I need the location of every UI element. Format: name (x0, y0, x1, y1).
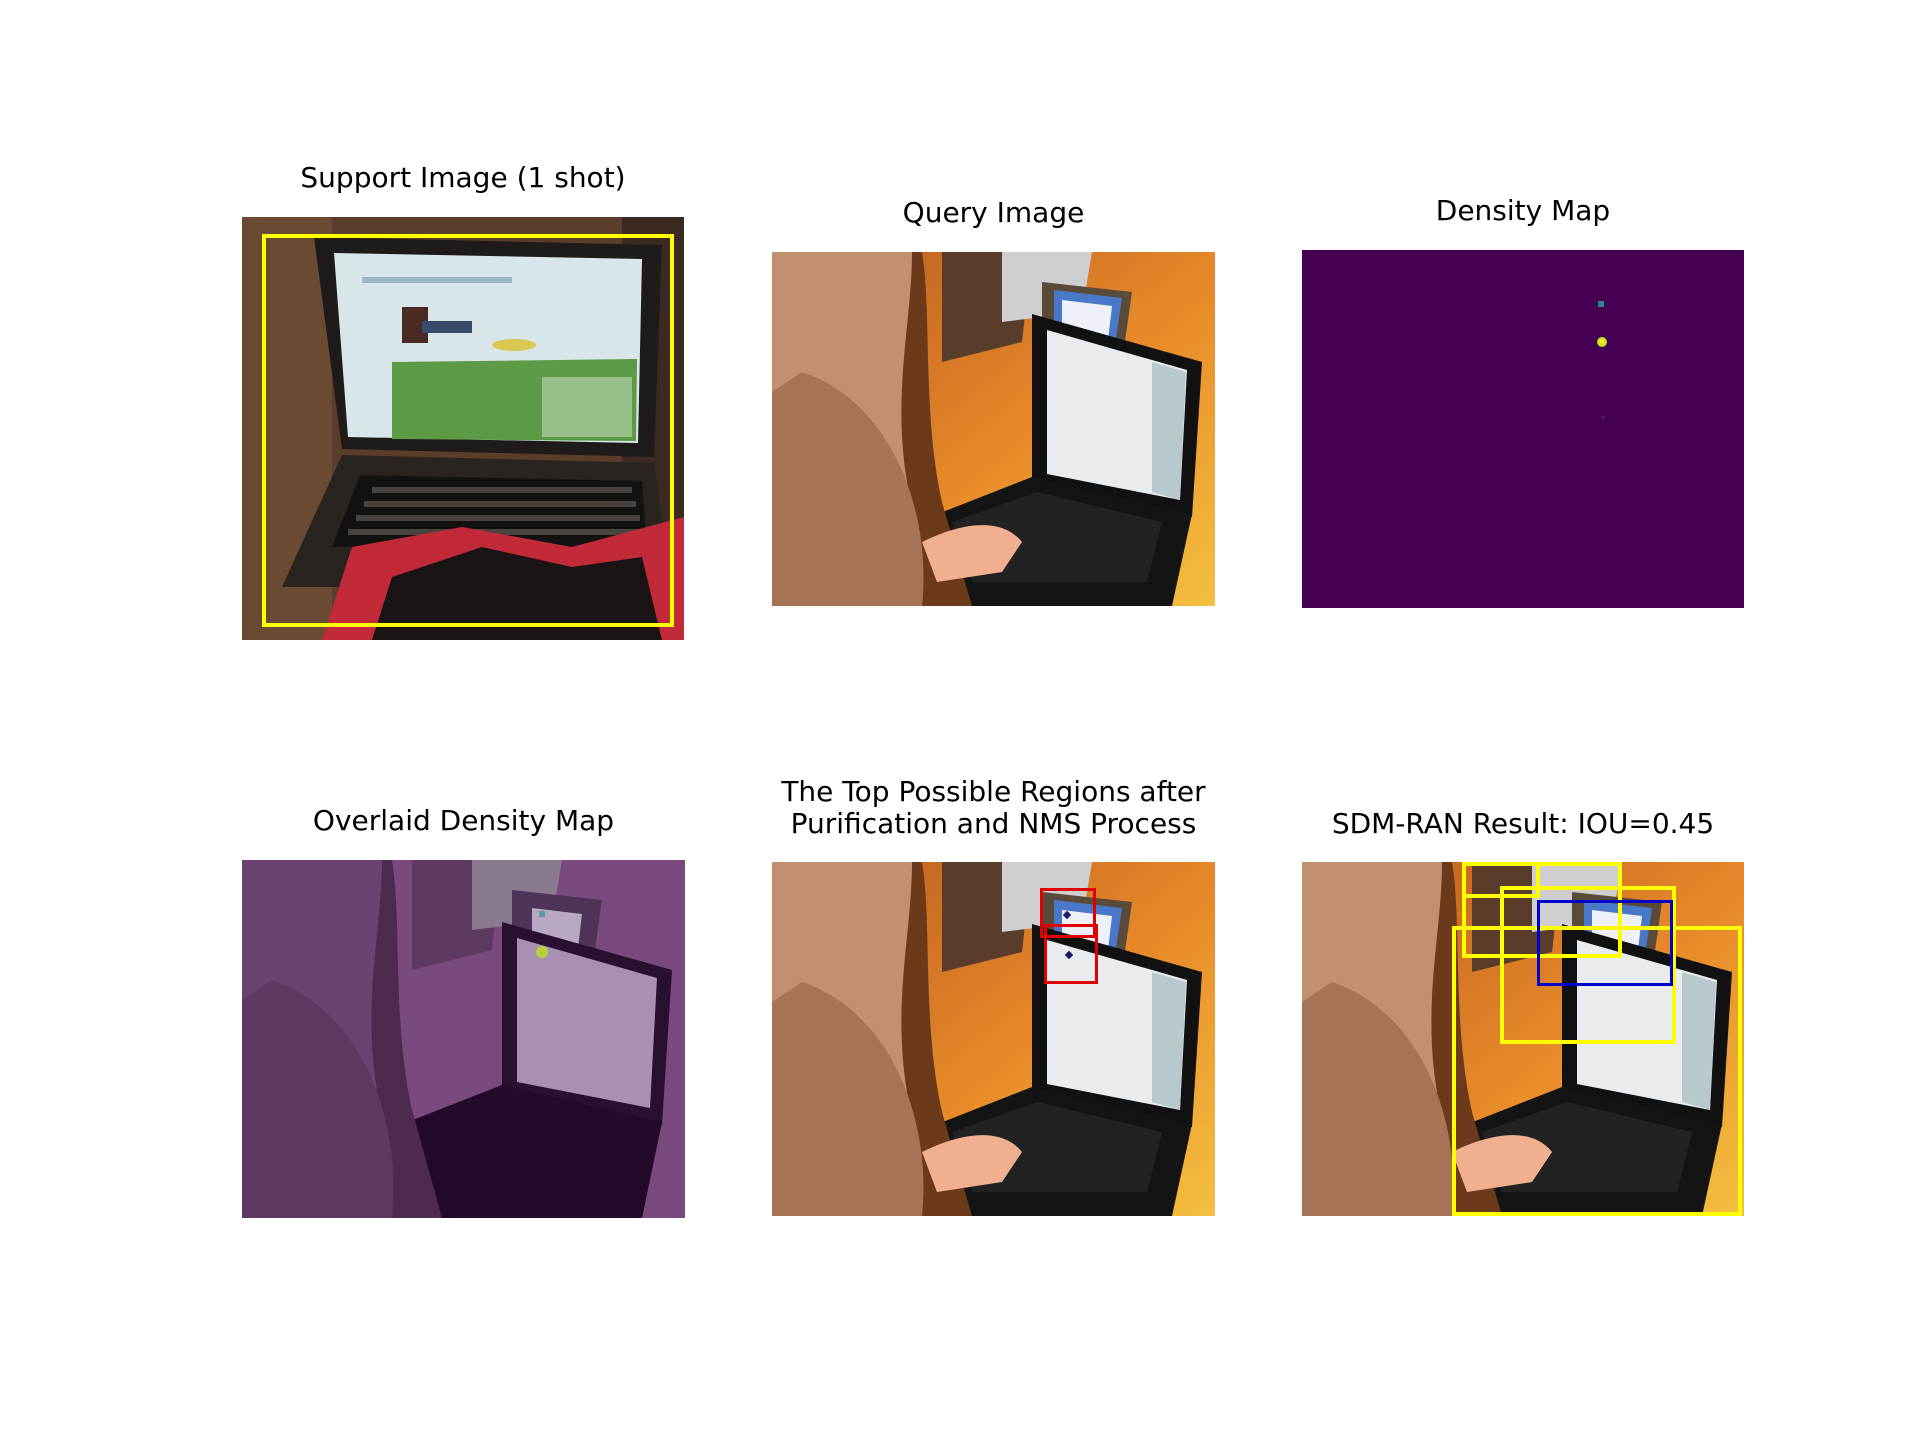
candidate-box (1452, 926, 1742, 1216)
panel-query-image: Query Image (772, 197, 1215, 606)
panel-title-line-1: The Top Possible Regions after (781, 775, 1206, 808)
support-image (242, 217, 684, 640)
regions-image (772, 862, 1215, 1216)
candidate-box (1462, 862, 1622, 958)
density-map-image (1302, 250, 1744, 608)
panel-title-line-2: Purification and NMS Process (790, 807, 1197, 840)
panel-title: Support Image (1 shot) (300, 161, 626, 194)
panel-support-image: Support Image (1 shot) (242, 162, 684, 640)
panel-title: SDM-RAN Result: IOU=0.45 (1331, 807, 1715, 840)
candidate-box (1500, 886, 1676, 1044)
overlaid-density-image (242, 860, 685, 1218)
panel-top-regions: The Top Possible Regions after Purificat… (772, 776, 1215, 1216)
query-image (772, 252, 1215, 606)
region-box (1044, 924, 1098, 984)
region-box (1040, 888, 1096, 938)
panel-title: Overlaid Density Map (312, 804, 615, 837)
predicted-box (1537, 900, 1673, 986)
panel-overlaid-density-map: Overlaid Density Map (242, 805, 685, 1218)
panel-sdm-ran-result: SDM-RAN Result: IOU=0.45 (1302, 808, 1744, 1216)
panel-density-map: Density Map (1302, 195, 1744, 608)
panel-title: Density Map (1435, 194, 1611, 227)
support-exemplar-box (262, 234, 674, 627)
panel-title: Query Image (902, 196, 1085, 229)
